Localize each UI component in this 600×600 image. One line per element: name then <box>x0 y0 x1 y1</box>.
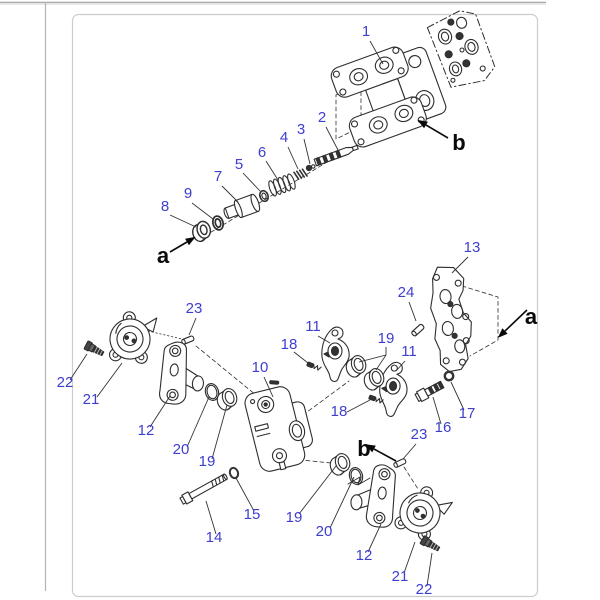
leader-14 <box>205 500 217 535</box>
leader-15 <box>235 477 255 512</box>
callout-20-left[interactable]: 20 <box>173 441 190 458</box>
callout-22-left[interactable]: 22 <box>57 374 74 391</box>
part-7-plug <box>223 193 261 219</box>
part-13-gasket <box>430 266 472 373</box>
callout-18-right[interactable]: 18 <box>331 403 348 420</box>
leader-3 <box>303 138 311 165</box>
view-arrow-line-a-right <box>504 309 528 332</box>
callout-12-left[interactable]: 12 <box>138 422 155 439</box>
callout-2[interactable]: 2 <box>318 109 326 126</box>
callout-3[interactable]: 3 <box>297 121 305 138</box>
leader-21-bottom <box>403 541 416 574</box>
view-letter-b-bottom: b <box>357 436 370 461</box>
callout-19-left[interactable]: 19 <box>199 453 216 470</box>
part-8-cap <box>192 220 212 243</box>
callout-12-bottom[interactable]: 12 <box>356 547 373 564</box>
part-5-washer <box>258 189 270 203</box>
part-4-spring-small <box>293 168 308 180</box>
callout-8[interactable]: 8 <box>161 198 169 215</box>
view-letter-b-top: b <box>452 130 465 155</box>
callout-19-top[interactable]: 19 <box>378 330 395 347</box>
callout-23-right[interactable]: 23 <box>411 426 428 443</box>
leader-2 <box>325 126 339 151</box>
callout-4[interactable]: 4 <box>280 129 288 146</box>
leader-23-right <box>402 443 417 460</box>
leader-4 <box>287 146 299 170</box>
callout-24[interactable]: 24 <box>398 284 415 301</box>
callout-19-bottom[interactable]: 19 <box>286 509 303 526</box>
leader-18-left <box>293 351 309 364</box>
callout-22-bottom[interactable]: 22 <box>416 581 433 598</box>
callout-7[interactable]: 7 <box>214 168 222 185</box>
part-2-spool <box>313 144 359 167</box>
callout-11-left[interactable]: 11 <box>305 318 321 335</box>
leader-10 <box>263 376 274 398</box>
leader-22-left <box>69 353 88 381</box>
view-arrow-head-b-top <box>417 119 428 129</box>
page-chrome <box>0 1 546 598</box>
leader-17 <box>450 381 465 411</box>
part-15-washer <box>228 466 240 480</box>
view-letter-a-top: a <box>157 243 170 268</box>
leader-13 <box>451 256 469 274</box>
view-arrow-line-b-bottom <box>373 448 397 462</box>
part-17-washer <box>443 370 455 382</box>
part-3-ball <box>305 164 316 172</box>
part-6-spring <box>268 173 296 197</box>
leader-11-right <box>395 360 406 372</box>
leader-22-bottom <box>426 552 433 587</box>
callout-20-bottom[interactable]: 20 <box>316 523 333 540</box>
leader-19-bottom <box>298 465 337 515</box>
leader-19-top <box>375 354 387 371</box>
view-arrow-head-b-bottom <box>365 444 376 453</box>
callout-16[interactable]: 16 <box>435 419 452 436</box>
callout-6[interactable]: 6 <box>258 144 266 161</box>
part-1-valve-body <box>330 46 447 148</box>
callout-15[interactable]: 15 <box>244 506 261 523</box>
view-letter-a-right: a <box>525 304 538 329</box>
view-arrow-line-b-top <box>425 124 449 139</box>
callout-23-left[interactable]: 23 <box>186 300 203 317</box>
leader-1 <box>369 40 384 65</box>
leader-12-left <box>149 395 171 428</box>
leader-20-bottom <box>329 476 355 529</box>
diagram-panel-border <box>71 13 539 598</box>
leader-19-top <box>358 354 387 363</box>
leader-12-bottom <box>367 523 382 553</box>
callout-layer: 1234567891011111212131415161718181919192… <box>57 23 538 598</box>
callout-18-left[interactable]: 18 <box>281 336 298 353</box>
callout-14[interactable]: 14 <box>206 529 223 546</box>
part-16-bolt <box>414 380 445 403</box>
callout-9[interactable]: 9 <box>184 185 192 202</box>
callout-11-right[interactable]: 11 <box>401 343 417 360</box>
leader-9 <box>191 202 214 220</box>
leader-24 <box>408 301 417 322</box>
leader-21-left <box>96 362 123 398</box>
leader-5 <box>242 172 261 192</box>
view-arrow-head-a-top <box>185 236 196 246</box>
part-14-bolt <box>179 473 228 505</box>
leader-8 <box>169 214 197 228</box>
view-arrow-line-a-top <box>169 241 188 253</box>
leader-19-left <box>211 404 228 460</box>
view-arrow-head-a-right <box>497 328 508 338</box>
part-10-valve-body <box>244 380 313 472</box>
leader-11-left <box>317 335 331 344</box>
leader-20-left <box>186 396 210 448</box>
leader-16 <box>432 396 442 425</box>
part-9-oring <box>211 215 225 231</box>
callout-10[interactable]: 10 <box>252 359 269 376</box>
leader-23-left <box>188 317 197 336</box>
leader-18-right <box>346 399 371 413</box>
callout-21-bottom[interactable]: 21 <box>392 568 409 585</box>
callout-1[interactable]: 1 <box>362 23 370 40</box>
callout-13[interactable]: 13 <box>464 239 481 256</box>
leader-7 <box>221 185 239 203</box>
leader-6 <box>265 160 279 181</box>
part-end-cover <box>426 10 496 88</box>
callout-5[interactable]: 5 <box>235 156 243 173</box>
callout-21-left[interactable]: 21 <box>83 391 100 408</box>
callout-17[interactable]: 17 <box>459 405 476 422</box>
